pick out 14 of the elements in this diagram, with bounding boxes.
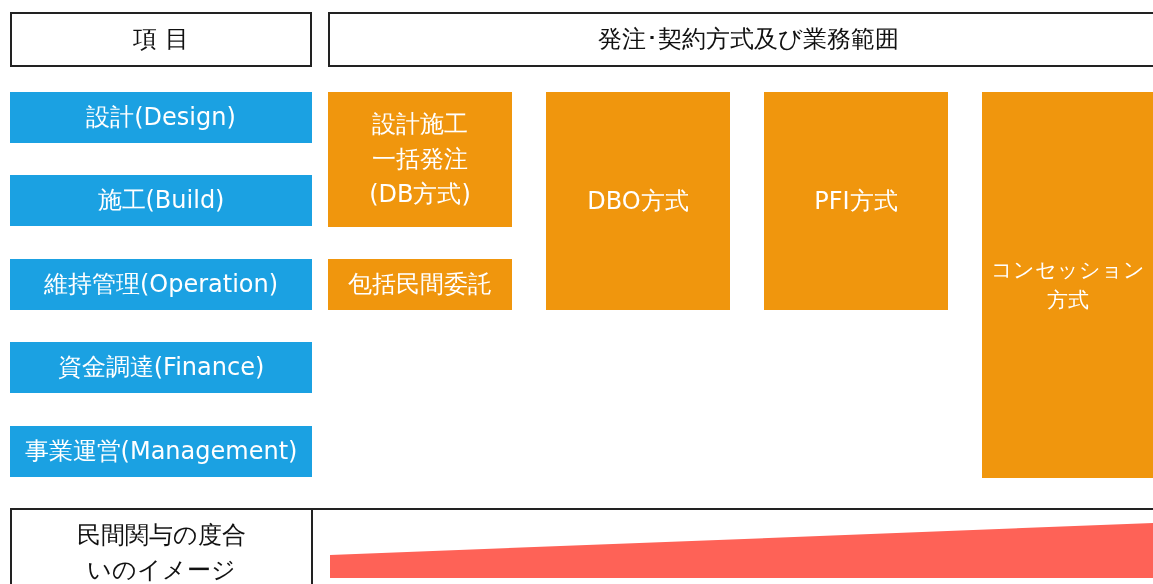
item-box: 資金調達(Finance): [10, 342, 312, 393]
method-box: 設計施工一括発注(DB方式): [328, 92, 512, 227]
header-cell: 項 目: [10, 12, 312, 67]
method-box: 包括民間委託: [328, 259, 512, 310]
header-cell: 発注･契約方式及び業務範囲: [328, 12, 1153, 67]
increasing-wedge: [330, 523, 1153, 578]
item-box: 維持管理(Operation): [10, 259, 312, 310]
item-box: 施工(Build): [10, 175, 312, 226]
item-box: 事業運営(Management): [10, 426, 312, 477]
method-box: PFI方式: [764, 92, 948, 310]
item-box: 設計(Design): [10, 92, 312, 143]
row-header-cell: 民間関与の度合いのイメージ: [10, 508, 313, 584]
method-box: コンセッション方式: [982, 92, 1153, 478]
method-box: DBO方式: [546, 92, 730, 310]
